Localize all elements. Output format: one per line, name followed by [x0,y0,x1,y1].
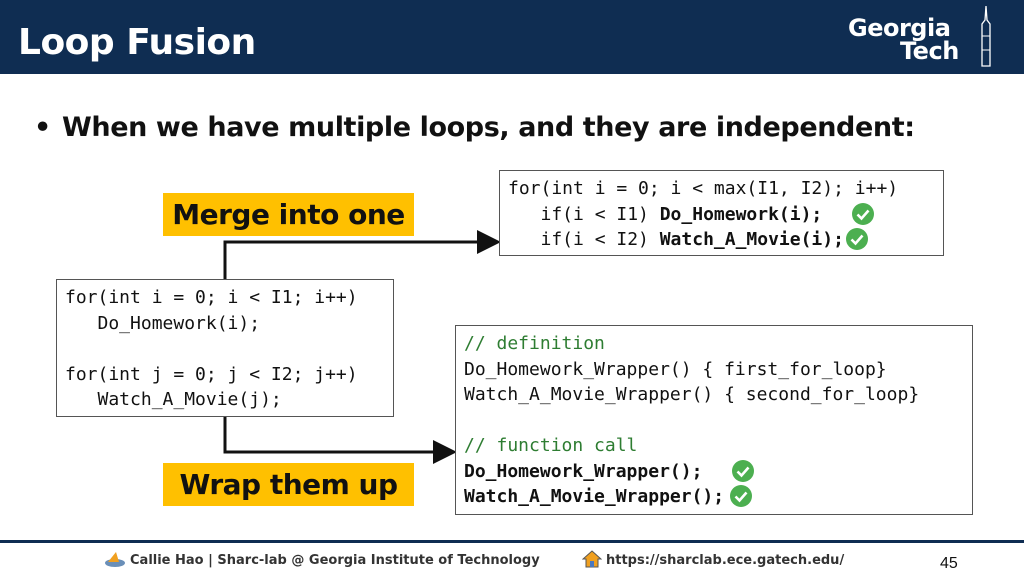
merged-line-1: for(int i = 0; i < max(I1, I2); i++) [508,178,899,199]
wrapper-blank [464,408,972,434]
wrapper-code-box: // definition Do_Homework_Wrapper() { fi… [455,325,973,515]
check-icon [732,459,755,482]
merged-code-box: for(int i = 0; i < max(I1, I2); i++) if(… [499,170,944,256]
logo-line2: Tech [900,37,959,65]
slide-title: Loop Fusion [18,22,256,63]
check-icon [845,228,868,250]
wrap-label-text: Wrap them up [179,468,398,501]
merged-line-2-prefix: if(i < I1) [508,203,660,225]
footer-url[interactable]: https://sharclab.ece.gatech.edu/ [606,553,845,568]
merge-label: Merge into one [163,193,414,236]
merged-line-3-prefix: if(i < I2) [508,229,660,250]
merge-arrow [223,230,501,280]
wrapper-comment-call: // function call [464,435,638,456]
merged-line-2-call: Do_Homework(i); [659,203,823,225]
bullet-text: When we have multiple loops, and they ar… [62,112,915,143]
logo-line1: Georgia [848,14,951,42]
wrap-arrow [223,417,457,464]
original-line-1: for(int i = 0; i < I1; i++) [65,287,358,308]
check-icon [852,202,875,225]
original-line-4: Watch_A_Movie(j); [65,389,282,410]
wrapper-call-1-text: Do_Homework_Wrapper(); [464,460,703,482]
check-icon [730,485,753,507]
georgia-tech-logo: Georgia Tech [848,6,998,70]
original-line-2: Do_Homework(i); [65,312,261,334]
footer-author: Callie Hao | Sharc-lab @ Georgia Institu… [130,553,540,568]
footer-right: https://sharclab.ece.gatech.edu/ [581,550,845,568]
wrapper-line-2: Watch_A_Movie_Wrapper() { second_for_loo… [464,384,920,405]
merged-line-3: if(i < I2) Watch_A_Movie(i); [508,227,943,253]
merged-line-2: if(i < I1) Do_Homework(i); [508,202,943,228]
footer-left: Callie Hao | Sharc-lab @ Georgia Institu… [104,550,540,568]
original-blank [65,336,393,362]
wrapper-call-2-text: Watch_A_Movie_Wrapper(); [464,486,725,507]
original-code-box: for(int i = 0; i < I1; i++) Do_Homework(… [56,279,394,417]
sharc-logo-icon [105,552,125,567]
bullet-point: • When we have multiple loops, and they a… [34,112,915,143]
wrap-label: Wrap them up [163,463,414,506]
wrapper-call-1: Do_Homework_Wrapper(); [464,459,972,485]
merge-label-text: Merge into one [172,198,405,231]
home-icon [581,550,603,568]
wrapper-line-1: Do_Homework_Wrapper() { first_for_loop} [464,358,887,380]
bullet-dot-icon: • [34,112,51,143]
page-number: 45 [940,555,958,572]
wrapper-comment-definition: // definition [464,333,605,354]
tower-icon [981,6,991,67]
original-line-3: for(int j = 0; j < I2; j++) [65,363,358,385]
title-bar: Loop Fusion Georgia Tech [0,0,1024,74]
merged-line-3-call: Watch_A_Movie(i); [659,229,844,250]
footer-divider [0,540,1024,543]
wrapper-call-2: Watch_A_Movie_Wrapper(); [464,484,972,510]
